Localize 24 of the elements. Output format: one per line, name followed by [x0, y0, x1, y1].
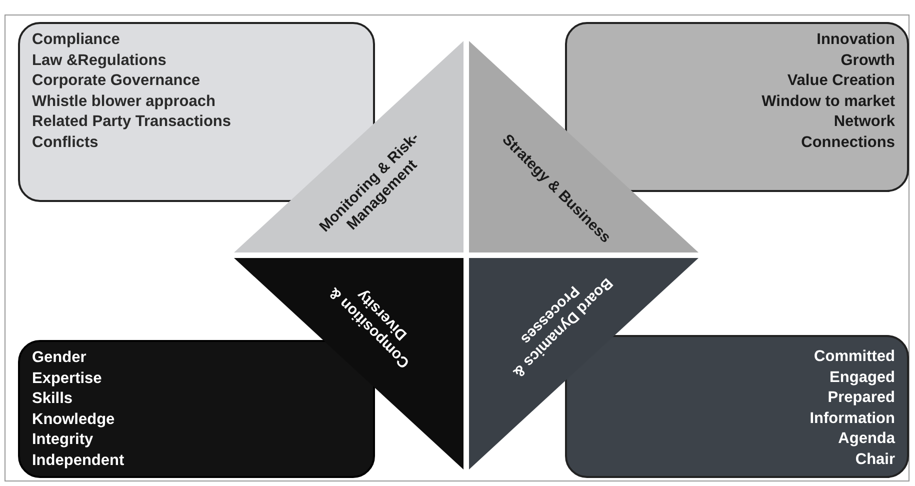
list-item: Agenda — [838, 430, 895, 447]
list-item: Window to market — [762, 92, 895, 110]
list-item: Expertise — [32, 370, 102, 386]
list-item: Related Party Transactions — [32, 113, 231, 130]
list-item: Chair — [855, 450, 895, 468]
list-item: Network — [834, 113, 895, 130]
list-item: Integrity — [32, 431, 94, 448]
list-item: Information — [810, 410, 895, 426]
list-item: Compliance — [32, 31, 120, 48]
list-item: Corporate Governance — [32, 72, 200, 89]
list-item: Connections — [801, 134, 895, 150]
list-item: Growth — [840, 52, 895, 68]
list-item: Law &Regulations — [32, 52, 166, 68]
list-item: Skills — [32, 390, 72, 407]
list-item: Committed — [814, 348, 895, 365]
list-item: Knowledge — [32, 410, 115, 428]
list-item: Innovation — [816, 31, 895, 48]
list-item: Whistle blower approach — [32, 92, 216, 110]
list-item: Independent — [32, 452, 124, 468]
list-item: Engaged — [830, 368, 895, 386]
list-item: Value Creation — [787, 72, 895, 89]
list-item: Prepared — [828, 389, 895, 406]
list-item: Gender — [32, 349, 86, 366]
list-item: Conflicts — [32, 134, 98, 150]
